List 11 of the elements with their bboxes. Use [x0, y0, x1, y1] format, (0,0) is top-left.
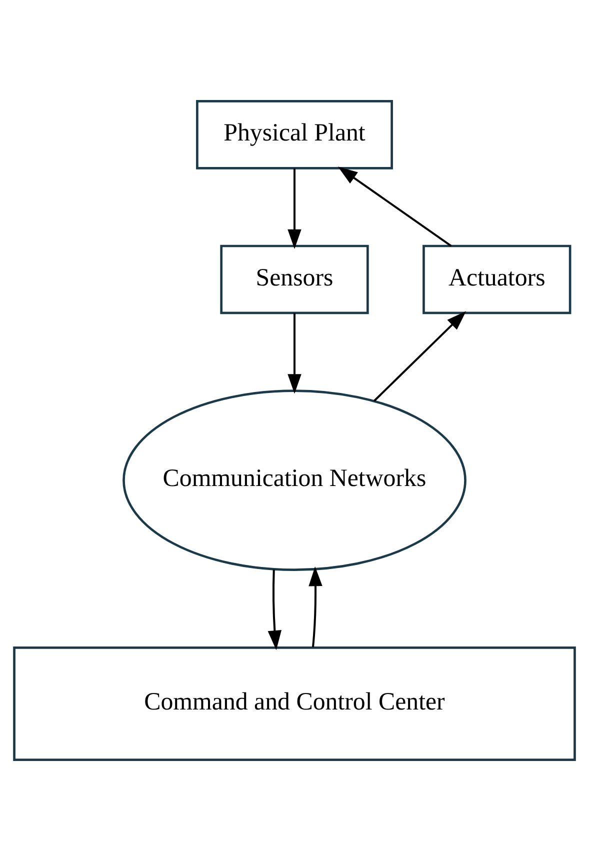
node-box: Command and Control Center — [13, 646, 576, 761]
node-box: Sensors — [220, 244, 369, 314]
arrow — [288, 168, 302, 249]
arrow — [308, 566, 322, 648]
node-ellipse: Communication Networks — [122, 390, 466, 571]
arrow — [374, 311, 466, 402]
node-box: Physical Plant — [196, 100, 393, 170]
arrow — [268, 570, 282, 650]
arrow — [288, 313, 302, 394]
arrow — [338, 166, 452, 247]
node-box: Actuators — [422, 244, 572, 314]
